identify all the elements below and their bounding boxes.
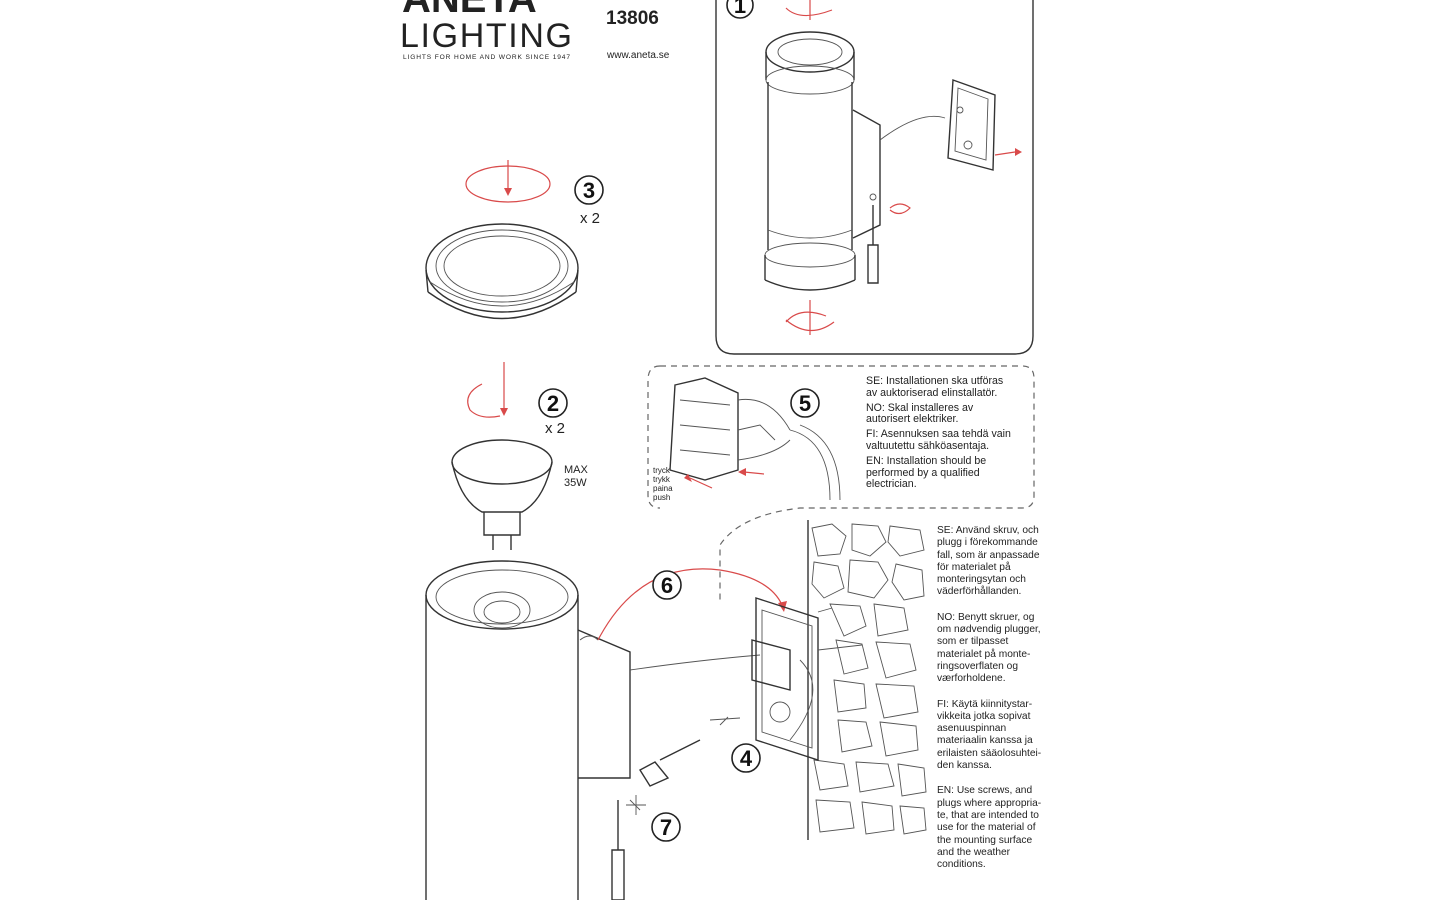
text-line: vikkeita jotka sopivat xyxy=(937,710,1031,722)
text-line: plugs where appropria- xyxy=(937,797,1042,809)
text-line: FI: Asennuksen saa tehdä vain xyxy=(866,428,1011,441)
step-5-panel: tryck trykk paina push 5 xyxy=(647,365,1035,600)
text-line: materiaalin kanssa ja xyxy=(937,735,1033,747)
text-line: værforholdene. xyxy=(937,673,1006,685)
wall-box xyxy=(751,597,863,761)
bulb-max-label: MAX xyxy=(564,464,589,476)
connector-label-no: trykk xyxy=(653,475,671,484)
bulb-wattage: 35W xyxy=(564,477,587,489)
stone-wall xyxy=(807,520,927,840)
text-line: the mounting surface xyxy=(937,834,1033,846)
step-4-number: 4 xyxy=(740,746,753,771)
connector-label-en: push xyxy=(653,493,670,502)
step-3-quantity: x 2 xyxy=(580,210,600,227)
text-line: SE: Använd skruv, och xyxy=(937,525,1039,536)
text-line: NO: Benytt skruer, og xyxy=(937,611,1035,623)
text-line: om nødvendig plugger, xyxy=(937,624,1041,636)
step-3-ring: 3 x 2 xyxy=(425,160,604,320)
text-line: performed by a qualified xyxy=(866,466,980,479)
text-line: valtuutettu sähköasentaja. xyxy=(866,439,990,452)
brand-tagline: LIGHTS FOR HOME AND WORK SINCE 1947 xyxy=(403,54,570,61)
text-line: materialet på monte- xyxy=(937,648,1031,660)
product-number: 13806 xyxy=(606,8,659,29)
text-line: NO: Skal installeres av xyxy=(866,401,974,414)
text-line: väderförhållanden. xyxy=(937,586,1022,598)
text-line: som er tilpasset xyxy=(937,636,1009,648)
step-2-quantity: x 2 xyxy=(545,420,565,437)
step-1-number: 1 xyxy=(734,0,746,18)
step-5-number: 5 xyxy=(799,391,811,416)
text-line: för materialet på xyxy=(937,561,1011,573)
text-line: electrician. xyxy=(866,478,917,491)
connector-label-se: tryck xyxy=(653,466,671,475)
text-line: FI: Käytä kiinnitystar- xyxy=(937,698,1033,710)
text-line: den kanssa. xyxy=(937,760,992,772)
text-line: use for the material of xyxy=(937,822,1036,834)
connector-label-fi: paina xyxy=(653,484,673,493)
text-line: erilaisten sääolosuhtei- xyxy=(937,747,1042,759)
text-line: plugg i förekommande xyxy=(937,537,1038,549)
text-line: EN: Use screws, and xyxy=(937,785,1033,797)
text-line: fall, som är anpassade xyxy=(937,549,1040,561)
mounting-fi: FI: Käytä kiinnitystar-vikkeita jotka so… xyxy=(937,699,1047,773)
brand-top: ANETA xyxy=(402,0,537,21)
text-line: and the weather xyxy=(937,846,1011,858)
text-line: av auktoriserad elinstallatör. xyxy=(866,386,998,399)
step-7-number: 7 xyxy=(660,815,672,840)
text-line: autorisert elektriker. xyxy=(866,413,959,426)
text-line: monteringsytan och xyxy=(937,574,1026,586)
step-1-panel: 1 xyxy=(715,0,1034,355)
text-line: ringsoverflaten og xyxy=(937,660,1018,672)
brand-main: LIGHTING xyxy=(400,17,572,55)
text-line: conditions. xyxy=(937,859,986,871)
text-line: SE: Installationen ska utföras xyxy=(866,375,1004,387)
step-2-bulb: 2 x 2 MAX 35W xyxy=(451,362,589,550)
text-line: EN: Installation should be xyxy=(866,454,987,467)
website: www.aneta.se xyxy=(606,50,670,61)
step-6-number: 6 xyxy=(661,573,673,598)
text-line: te, that are intended to xyxy=(937,809,1039,821)
lamp-body xyxy=(425,560,761,900)
step-3-number: 3 xyxy=(583,178,595,203)
step-2-number: 2 xyxy=(547,391,559,416)
text-line: asenuuspinnan xyxy=(937,723,1007,735)
